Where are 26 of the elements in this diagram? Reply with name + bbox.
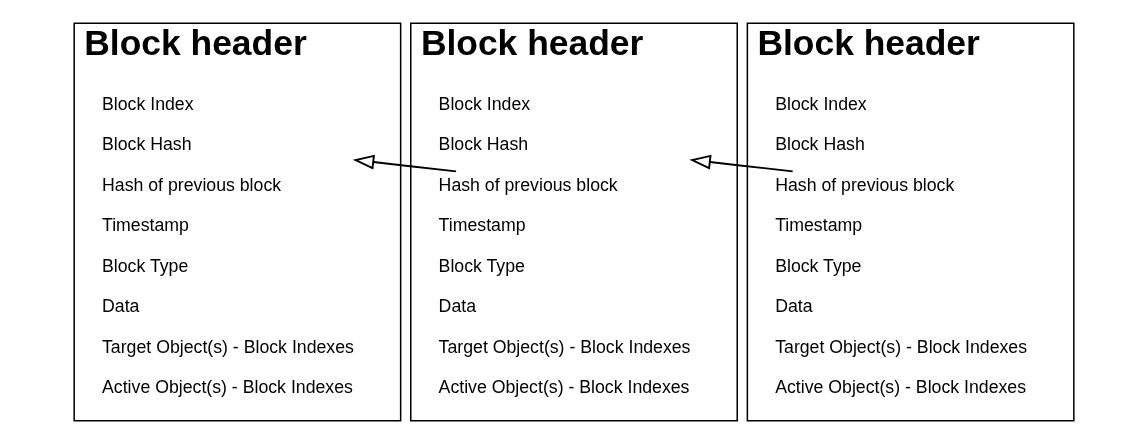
node-text: Active Object(s) - Block Indexes [774,377,1026,398]
node-text: Target Object(s) - Block Indexes [101,336,354,357]
node-text: Data [774,296,813,317]
node-text: Target Object(s) - Block Indexes [774,336,1027,357]
node-text: Block Type [774,255,861,276]
arrow [688,154,794,173]
node-text: Block Hash [438,134,528,155]
node-text: Timestamp [438,215,525,236]
node-text: Block Hash [774,134,865,155]
node-text: Target Object(s) - Block Indexes [438,336,690,357]
node-text: Block Type [438,255,525,276]
node-text: Block Index [774,93,867,114]
node-text: Hash of previous block [774,174,954,195]
node-text: Timestamp [101,215,189,236]
arrow [352,154,457,173]
node-text: Block Type [101,255,188,276]
node-text: Hash of previous block [101,174,281,195]
node-text: Active Object(s) - Block Indexes [438,377,689,398]
node-text: Active Object(s) - Block Indexes [101,377,353,398]
node-text: Block Index [438,93,530,114]
node-text: Data [438,296,476,317]
node-text: Timestamp [774,215,862,236]
node-text: Data [101,296,139,317]
node-text: Block Index [101,93,194,114]
node-text: Hash of previous block [438,174,618,195]
node-text: Block Hash [101,134,192,155]
